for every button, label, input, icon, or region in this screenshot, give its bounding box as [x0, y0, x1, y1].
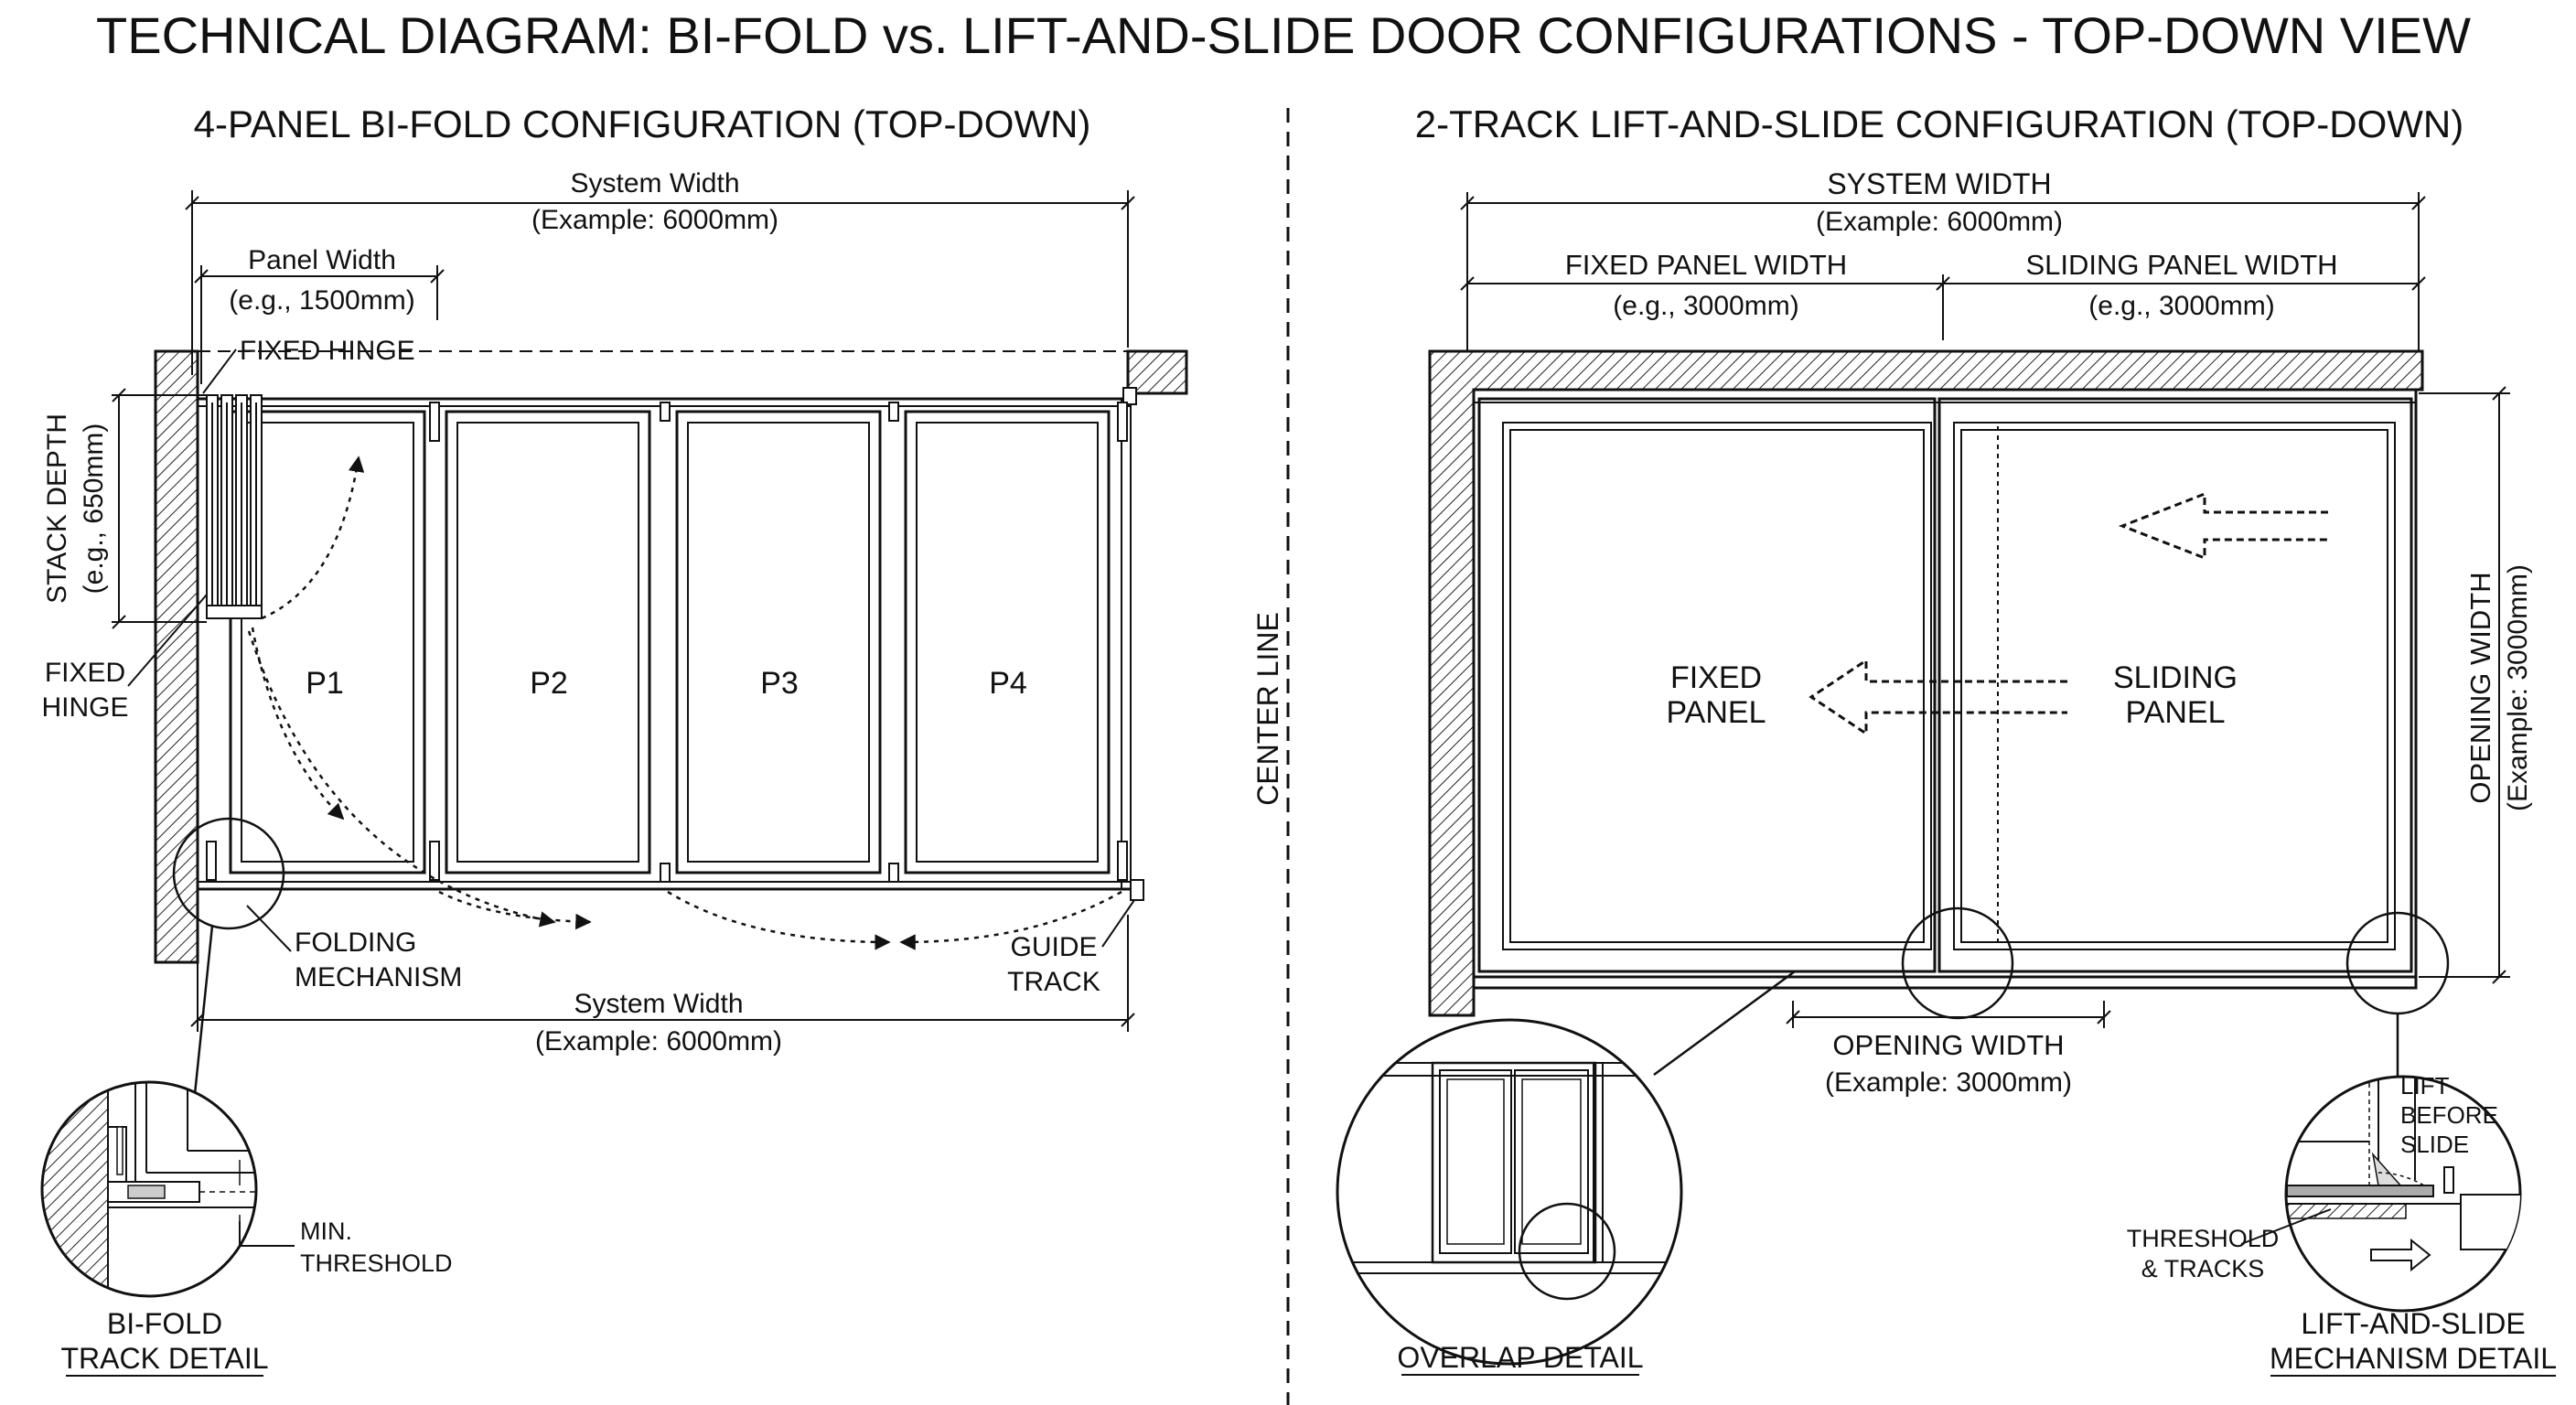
bifold-left-wall: [154, 349, 199, 964]
liftslide-fixed-panel-width-example: (e.g., 3000mm): [1613, 291, 1798, 321]
bifold-detail-caption-2: TRACK DETAIL: [61, 1342, 269, 1375]
bifold-stack-depth-example: (e.g., 650mm): [79, 424, 109, 595]
liftslide-sliding-panel-label-2: PANEL: [2126, 695, 2226, 730]
liftslide-mechanism-callout: [2345, 911, 2450, 1015]
liftslide-fixed-panel-label-1: FIXED: [1670, 660, 1762, 695]
bifold-min-threshold-label-1: MIN.: [300, 1217, 352, 1245]
bifold-panel-p3: P3: [675, 410, 882, 874]
bifold-panel-width-label: Panel Width: [248, 245, 396, 275]
liftslide-opening-width-dimension: OPENING WIDTH (Example: 3000mm): [1786, 1001, 2111, 1098]
liftslide-fixed-panel: FIXED PANEL: [1477, 397, 1937, 973]
liftslide-system-width-dimension: SYSTEM WIDTH (Example: 6000mm): [1460, 167, 2426, 351]
liftslide-overlap-callout: [1901, 906, 2014, 1020]
bifold-panel-stack: [206, 394, 263, 619]
bifold-right-wall: [1126, 349, 1188, 395]
liftslide-mechanism-detail: [2284, 1075, 2522, 1313]
liftslide-slide-arrow-center: [1809, 658, 2067, 736]
liftslide-system-width-label: SYSTEM WIDTH: [1827, 167, 2051, 200]
bifold-panel-label-p1: P1: [306, 666, 344, 701]
bifold-panel-label-p3: P3: [760, 666, 799, 701]
liftslide-sliding-panel-width-example: (e.g., 3000mm): [2088, 291, 2274, 321]
liftslide-section: 2-TRACK LIFT-AND-SLIDE CONFIGURATION (TO…: [1336, 102, 2557, 1377]
liftslide-system-width-example: (Example: 6000mm): [1816, 207, 2063, 237]
bifold-panel-label-p2: P2: [530, 666, 568, 701]
liftslide-slide-arrow-upper: [2118, 491, 2328, 561]
bifold-guide-track-label-2: TRACK: [1007, 967, 1100, 997]
bifold-detail-caption-1: BI-FOLD: [107, 1307, 222, 1340]
liftslide-overlap-detail: [1336, 1018, 1683, 1366]
bifold-section: 4-PANEL BI-FOLD CONFIGURATION (TOP-DOWN)…: [40, 102, 1188, 1377]
center-line-label: CENTER LINE: [1251, 612, 1284, 806]
liftslide-side-opening-label: OPENING WIDTH: [2464, 572, 2496, 803]
bifold-panel-p4: P4: [904, 410, 1111, 874]
liftslide-sliding-panel-label-1: SLIDING: [2113, 660, 2238, 695]
bifold-bottom-width-label: System Width: [574, 989, 743, 1019]
liftslide-lift-before-slide-label-3: SLIDE: [2400, 1131, 2469, 1158]
liftslide-fixed-panel-width-label: FIXED PANEL WIDTH: [1565, 249, 1847, 281]
bifold-panel-p1: P1: [229, 410, 426, 874]
bifold-stack-depth-dimension: STACK DEPTH (e.g., 650mm): [42, 388, 207, 629]
liftslide-lift-before-slide-label-2: BEFORE: [2400, 1101, 2498, 1129]
bifold-hinges: [206, 402, 1128, 883]
bifold-panel-label-p4: P4: [989, 666, 1027, 701]
liftslide-overlap-caption: OVERLAP DETAIL: [1397, 1341, 1643, 1374]
liftslide-mechanism-caption-2: MECHANISM DETAIL: [2270, 1342, 2557, 1375]
liftslide-frame: [1472, 388, 2418, 990]
liftslide-fixed-panel-label-2: PANEL: [1667, 695, 1766, 730]
liftslide-sliding-panel-width-label: SLIDING PANEL WIDTH: [2025, 249, 2337, 281]
bifold-fixed-hinge-left-label-2: HINGE: [41, 692, 128, 723]
bifold-frame: [198, 387, 1144, 901]
main-title: TECHNICAL DIAGRAM: BI-FOLD vs. LIFT-AND-…: [96, 6, 2471, 64]
liftslide-heading: 2-TRACK LIFT-AND-SLIDE CONFIGURATION (TO…: [1415, 102, 2463, 145]
bifold-min-threshold-label-2: THRESHOLD: [300, 1249, 453, 1277]
bifold-bottom-width-dimension: System Width (Example: 6000mm): [190, 915, 1135, 1056]
liftslide-threshold-tracks-label-2: & TRACKS: [2141, 1255, 2265, 1282]
bifold-heading: 4-PANEL BI-FOLD CONFIGURATION (TOP-DOWN): [194, 102, 1091, 145]
bifold-panel-p2: P2: [445, 410, 651, 874]
liftslide-panel-widths-dimension: FIXED PANEL WIDTH (e.g., 3000mm) SLIDING…: [1460, 249, 2426, 340]
bifold-folding-mechanism-label-2: MECHANISM: [295, 962, 462, 992]
liftslide-opening-width-example: (Example: 3000mm): [1825, 1067, 2072, 1098]
bifold-bottom-width-example: (Example: 6000mm): [535, 1026, 782, 1056]
bifold-panel-width-dimension: Panel Width (e.g., 1500mm): [194, 245, 445, 384]
liftslide-wall: [1428, 349, 2424, 1017]
bifold-panel-width-example: (e.g., 1500mm): [229, 285, 414, 316]
bifold-guide-track-label-1: GUIDE: [1010, 932, 1097, 962]
bifold-folding-mechanism-callout: [172, 817, 285, 930]
bifold-system-width-label: System Width: [570, 168, 739, 198]
liftslide-mechanism-caption-1: LIFT-AND-SLIDE: [2301, 1307, 2525, 1340]
liftslide-side-opening-dimension: OPENING WIDTH (Example: 3000mm): [2419, 386, 2533, 984]
bifold-stack-depth-label: STACK DEPTH: [42, 413, 72, 604]
liftslide-sliding-panel: SLIDING PANEL: [1937, 397, 2413, 973]
bifold-folding-mechanism-label-1: FOLDING: [295, 928, 416, 958]
bifold-system-width-dimension: System Width (Example: 6000mm): [185, 168, 1135, 375]
bifold-track-detail: [40, 1080, 258, 1298]
bifold-fixed-hinge-left-label-1: FIXED: [45, 658, 125, 688]
bifold-system-width-example: (Example: 6000mm): [531, 205, 778, 235]
liftslide-lift-before-slide-label-1: LIFT: [2400, 1072, 2450, 1099]
liftslide-side-opening-example: (Example: 3000mm): [2503, 564, 2533, 811]
bifold-fold-path-arrows: [247, 456, 1122, 950]
liftslide-opening-width-label: OPENING WIDTH: [1832, 1029, 2064, 1061]
